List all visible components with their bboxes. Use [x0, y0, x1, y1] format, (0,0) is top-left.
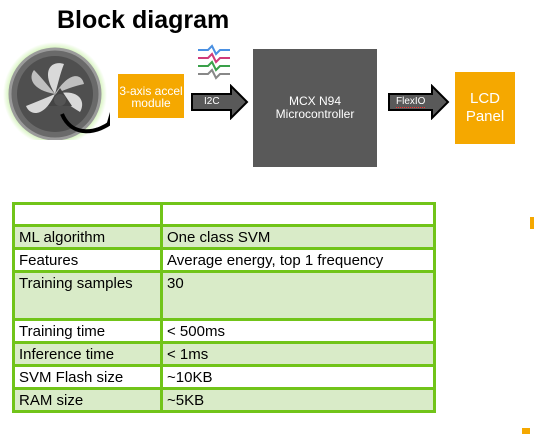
- signal-icon: [198, 44, 230, 80]
- table-cell-value: ~10KB: [160, 364, 436, 390]
- fan-icon: [3, 42, 110, 140]
- table-cell-value: Average energy, top 1 frequency: [160, 247, 436, 273]
- lcd-line1: LCD: [469, 90, 500, 107]
- decorative-marker: [522, 428, 530, 434]
- i2c-label: I2C: [204, 96, 220, 107]
- table-header-cell: [160, 202, 436, 227]
- table-cell-label: ML algorithm: [12, 224, 163, 250]
- flexio-label: FlexIO: [396, 96, 426, 108]
- table-cell-value: ~5KB: [160, 387, 436, 413]
- table-cell-label: RAM size: [12, 387, 163, 413]
- lcd-line2: Panel: [465, 108, 505, 125]
- table-row: ML algorithm One class SVM: [12, 224, 436, 250]
- table-cell-label: Training samples: [12, 270, 163, 321]
- table-cell-label: Features: [12, 247, 163, 273]
- accel-module-label: 3-axis accel module: [119, 83, 183, 110]
- table-row: Features Average energy, top 1 frequency: [12, 247, 436, 273]
- table-cell-value: < 1ms: [160, 341, 436, 367]
- mcu-name: MCX N94: [288, 94, 341, 108]
- table-cell-label: SVM Flash size: [12, 364, 163, 390]
- table-cell-label: Training time: [12, 318, 163, 344]
- table-cell-value: One class SVM: [160, 224, 436, 250]
- accel-module-block: 3-axis accel module: [118, 74, 184, 118]
- table-cell-value: 30: [160, 270, 436, 321]
- table-cell-label: Inference time: [12, 341, 163, 367]
- specs-table: ML algorithm One class SVM Features Aver…: [12, 202, 436, 413]
- table-row: Training time < 500ms: [12, 318, 436, 344]
- i2c-arrow: [191, 84, 249, 120]
- table-row: RAM size ~5KB: [12, 387, 436, 413]
- flexio-arrow: [388, 84, 450, 120]
- mcu-type: Microcontroller: [275, 107, 355, 121]
- table-row: Inference time < 1ms: [12, 341, 436, 367]
- table-row: SVM Flash size ~10KB: [12, 364, 436, 390]
- page-title: Block diagram: [57, 6, 230, 34]
- table-header-cell: [12, 202, 163, 227]
- mcu-block: MCX N94 Microcontroller: [253, 49, 377, 167]
- decorative-marker: [530, 217, 534, 229]
- lcd-panel-block: LCD Panel: [455, 72, 515, 144]
- table-header-row: [12, 202, 436, 227]
- table-row: Training samples 30: [12, 270, 436, 321]
- table-cell-value: < 500ms: [160, 318, 436, 344]
